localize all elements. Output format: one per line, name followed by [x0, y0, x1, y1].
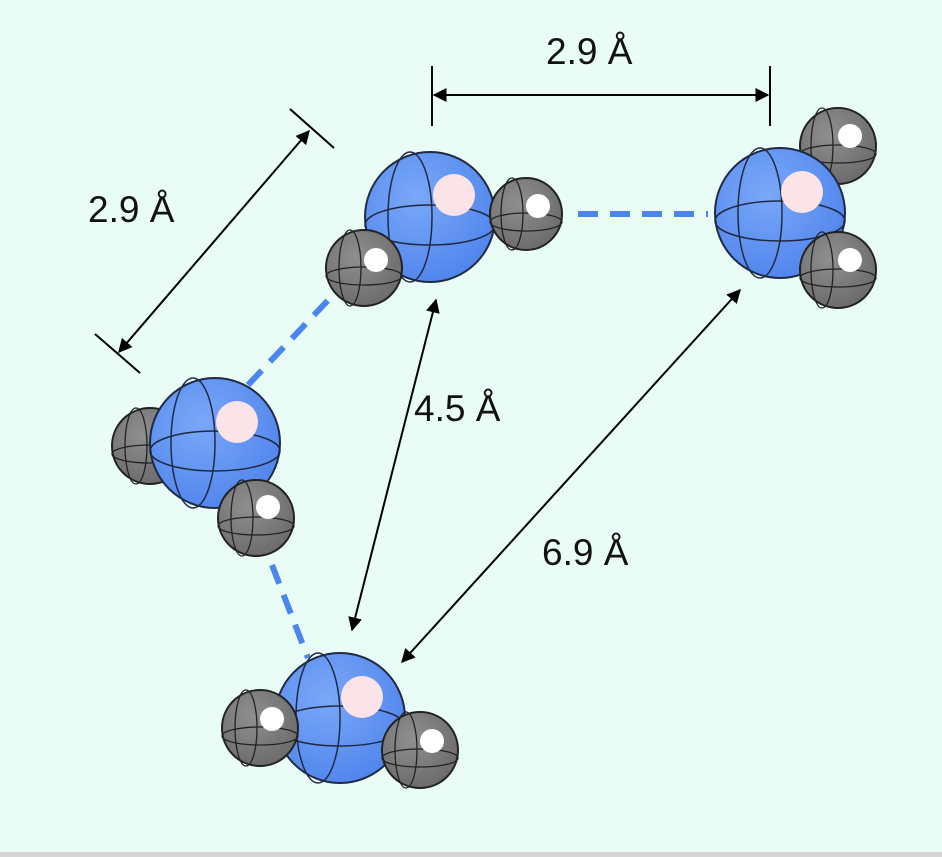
label-middle-distance: 4.5 Å	[414, 388, 501, 429]
dim-left-tick-top	[289, 108, 335, 149]
hydrogen-bonds	[245, 211, 708, 660]
hydrogen-atom	[221, 689, 299, 767]
hydrogen-atom	[217, 479, 295, 557]
water-molecule-top-middle	[325, 151, 563, 307]
hydrogen-atom	[799, 231, 877, 309]
oxygen-atom	[149, 377, 281, 509]
hydrogen-atom	[489, 177, 563, 251]
label-left-distance: 2.9 Å	[88, 189, 175, 230]
dim-diagonal-arrow	[401, 288, 741, 664]
dim-left-tick-bottom	[94, 333, 141, 374]
dim-middle-arrow	[348, 298, 440, 632]
hbond-left-upper	[245, 292, 336, 388]
hbond-left-lower	[269, 563, 311, 660]
label-diagonal-distance: 6.9 Å	[542, 532, 629, 573]
bottom-border	[0, 852, 942, 857]
label-top-distance: 2.9 Å	[546, 31, 633, 72]
hydrogen-atom	[381, 711, 459, 789]
water-molecule-top-right	[714, 107, 877, 309]
water-molecule-bottom	[221, 652, 459, 789]
water-molecule-left	[111, 377, 295, 557]
dim-left-arrow	[118, 129, 310, 354]
hydrogen-atom	[325, 229, 403, 307]
dimension-arrows	[94, 66, 771, 664]
